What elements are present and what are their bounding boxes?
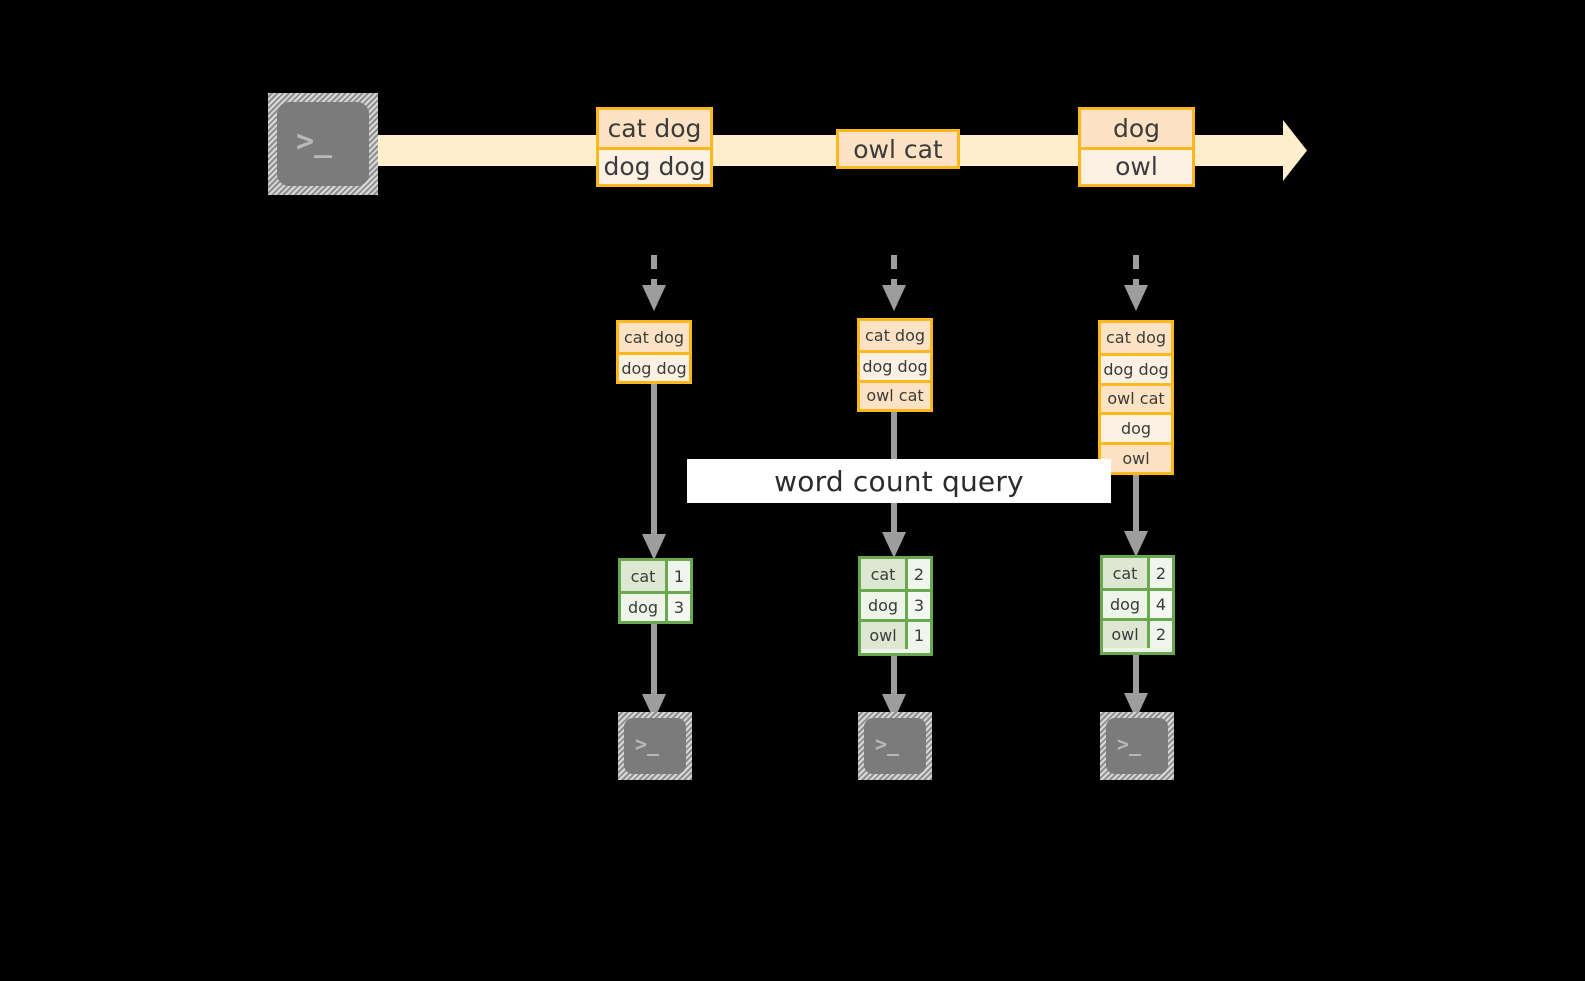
- stream-record-1-line-2: dog dog: [599, 146, 710, 184]
- snapshot-2-result-table[interactable]: cat 2 dog 3 owl 1: [858, 556, 933, 656]
- stream-record-3[interactable]: dog owl: [1078, 107, 1195, 187]
- stream-arrowhead: [1255, 120, 1307, 181]
- snapshot-3-row-2-count: 4: [1147, 591, 1172, 618]
- snapshot-1-line-1: cat dog: [619, 323, 689, 352]
- snapshot-3-query-arrow: [1124, 475, 1148, 557]
- table-row: dog 3: [861, 589, 930, 619]
- snapshot-3-line-2: dog dog: [1101, 352, 1171, 383]
- snapshot-2-sink-terminal-icon: >_: [858, 712, 932, 780]
- snapshot-2-row-1-count: 2: [905, 559, 930, 589]
- stream-record-2[interactable]: owl cat: [836, 129, 960, 169]
- snapshot-1-row-2-word: dog: [621, 594, 665, 621]
- terminal-prompt-glyph: >_: [635, 732, 660, 756]
- snapshot-2-row-1-word: cat: [861, 559, 905, 589]
- table-row: dog 4: [1103, 588, 1172, 618]
- snapshot-1-row-1-count: 1: [665, 561, 690, 591]
- stream-record-2-line-1: owl cat: [839, 132, 957, 166]
- snapshot-1-result-table[interactable]: cat 1 dog 3: [618, 558, 693, 624]
- snapshot-1-query-arrow: [642, 384, 666, 560]
- snapshot-3-row-3-word: owl: [1103, 621, 1147, 648]
- snapshot-3-accumulated-records[interactable]: cat dog dog dog owl cat dog owl: [1098, 320, 1174, 475]
- snapshot-2-row-3-count: 1: [905, 622, 930, 649]
- snapshot-2-row-2-word: dog: [861, 592, 905, 619]
- snapshot-1-tap-arrow: [642, 255, 666, 311]
- table-row: dog 3: [621, 591, 690, 621]
- query-banner-label: word count query: [774, 464, 1024, 498]
- snapshot-3-tap-arrow: [1124, 255, 1148, 311]
- snapshot-3-line-3: owl cat: [1101, 382, 1171, 413]
- snapshot-2-accumulated-records[interactable]: cat dog dog dog owl cat: [857, 318, 933, 412]
- table-row: owl 1: [861, 619, 930, 649]
- snapshot-1-sink-terminal-icon: >_: [618, 712, 692, 780]
- snapshot-2-line-3: owl cat: [860, 379, 930, 409]
- snapshot-1-accumulated-records[interactable]: cat dog dog dog: [616, 320, 692, 384]
- snapshot-3-result-table[interactable]: cat 2 dog 4 owl 2: [1100, 555, 1175, 655]
- snapshot-2-tap-arrow: [882, 255, 906, 311]
- snapshot-3-row-3-count: 2: [1147, 621, 1172, 648]
- source-terminal-icon: >_: [268, 93, 378, 195]
- snapshot-1-line-2: dog dog: [619, 352, 689, 381]
- snapshot-2-row-3-word: owl: [861, 622, 905, 649]
- table-row: owl 2: [1103, 618, 1172, 648]
- stream-record-1-line-1: cat dog: [599, 110, 710, 147]
- stream-record-1[interactable]: cat dog dog dog: [596, 107, 713, 187]
- terminal-prompt-glyph: >_: [1117, 732, 1142, 756]
- snapshot-1-row-1-word: cat: [621, 561, 665, 591]
- snapshot-3-line-5: owl: [1101, 442, 1171, 472]
- snapshot-3-sink-terminal-icon: >_: [1100, 712, 1174, 780]
- snapshot-3-sink-arrow: [1124, 655, 1148, 719]
- snapshot-3-line-1: cat dog: [1101, 323, 1171, 353]
- snapshot-2-line-2: dog dog: [860, 350, 930, 380]
- terminal-prompt-glyph: >_: [296, 124, 333, 159]
- table-row: cat 2: [1103, 558, 1172, 588]
- snapshot-1-row-2-count: 3: [665, 594, 690, 621]
- snapshot-3-row-1-word: cat: [1103, 558, 1147, 588]
- query-banner: word count query: [687, 459, 1111, 503]
- snapshot-2-row-2-count: 3: [905, 592, 930, 619]
- snapshot-2-line-1: cat dog: [860, 321, 930, 351]
- snapshot-3-row-2-word: dog: [1103, 591, 1147, 618]
- stream-record-3-line-1: dog: [1081, 110, 1192, 147]
- snapshot-2-sink-arrow: [882, 656, 906, 720]
- terminal-prompt-glyph: >_: [875, 732, 900, 756]
- table-row: cat 2: [861, 559, 930, 589]
- snapshot-1-sink-arrow: [642, 624, 666, 720]
- snapshot-3-row-1-count: 2: [1147, 558, 1172, 588]
- stream-record-3-line-2: owl: [1081, 146, 1192, 184]
- table-row: cat 1: [621, 561, 690, 591]
- snapshot-3-line-4: dog: [1101, 412, 1171, 443]
